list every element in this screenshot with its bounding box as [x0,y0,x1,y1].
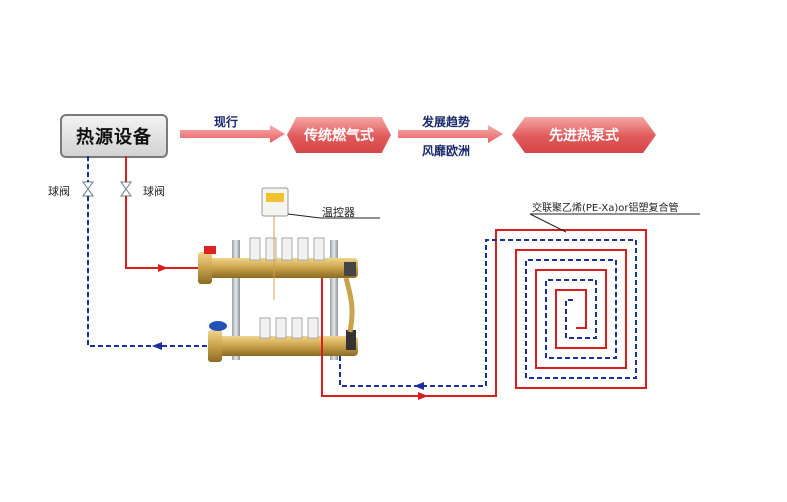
manifold-bracket-right [330,240,338,360]
valve-right-label: 球阀 [143,185,165,198]
arrow2-label-bottom: 风靡欧洲 [422,144,471,158]
supply-manifold [198,237,358,284]
return-manifold [208,317,358,362]
supply-arrow-head [158,264,168,272]
stage-traditional-gas-label: 传统燃气式 [304,128,374,144]
manifold-bracket-left [232,240,240,360]
valve-left-label: 球阀 [48,185,70,198]
supply-pipe-to-manifold [125,196,198,269]
thermostat-device [261,187,289,217]
heat-source-box: 热源设备 [60,114,168,158]
loop-return-pipe [339,239,637,387]
stage-traditional-gas: 传统燃气式 [287,117,391,153]
pipe-leader [529,213,567,233]
stage-heat-pump: 先进热泵式 [512,117,656,153]
return-pipe-from-manifold [87,196,208,347]
ball-valve-left [82,181,94,197]
ball-valve-right [120,181,132,197]
pipe-label: 交联聚乙烯(PE-Xa)or铝塑复合管 [532,203,679,214]
heat-source-label: 热源设备 [76,127,152,148]
return-arrow-head [152,342,162,350]
loop-supply-arrow-head [418,392,428,400]
thermostat-label: 温控器 [322,206,355,219]
flow-arrow-2 [398,125,503,143]
loop-return-arrow-head [414,382,424,390]
bypass-pipe [343,277,355,333]
flow-arrow-1 [180,125,285,143]
loop-supply-pipe [321,229,647,397]
arrow2-label-top: 发展趋势 [422,115,471,129]
stage-heat-pump-label: 先进热泵式 [549,128,619,144]
thermostat-leader [287,213,321,219]
arrow1-label: 现行 [214,115,239,129]
